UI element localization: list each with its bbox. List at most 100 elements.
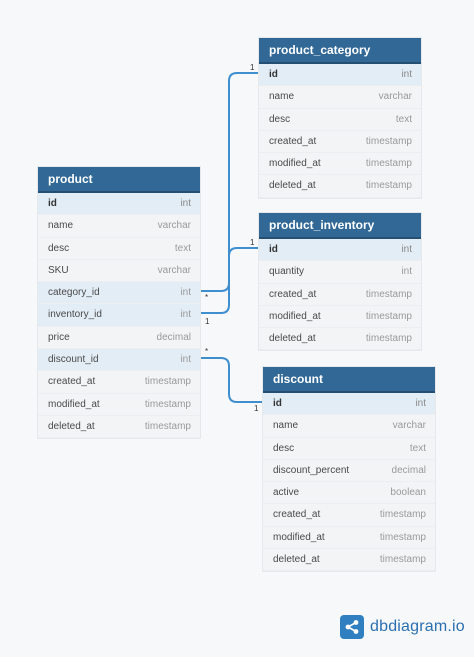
field-type: int — [180, 198, 191, 209]
field-type: timestamp — [365, 333, 412, 345]
field-type: text — [395, 113, 412, 125]
field-name: id — [269, 244, 278, 255]
relation-discount-line[interactable] — [200, 357, 263, 403]
field-type: int — [401, 266, 412, 278]
field-name: deleted_at — [273, 554, 320, 566]
field-name: deleted_at — [48, 420, 95, 432]
field-type: int — [401, 244, 412, 255]
field-name: id — [269, 69, 278, 80]
table-header[interactable]: product_category — [259, 38, 421, 64]
table-field[interactable]: discount_percent decimal — [263, 460, 435, 483]
cardinality-inventory-from: 1 — [205, 317, 210, 326]
field-type: timestamp — [365, 180, 412, 192]
field-name: id — [273, 398, 282, 409]
field-type: text — [174, 242, 191, 254]
table-field[interactable]: quantity int — [259, 261, 421, 284]
table-field[interactable]: inventory_id int — [38, 304, 200, 327]
field-type: int — [180, 287, 191, 299]
field-type: varchar — [157, 220, 191, 232]
table-header[interactable]: discount — [263, 367, 435, 393]
field-name: desc — [273, 442, 295, 454]
table-field[interactable]: created_at timestamp — [259, 284, 421, 306]
table-field[interactable]: price decimal — [38, 327, 200, 350]
field-type: timestamp — [379, 554, 426, 566]
field-type: int — [180, 354, 191, 366]
share-icon — [340, 615, 364, 639]
field-type: decimal — [391, 464, 426, 476]
field-type: varchar — [378, 91, 412, 103]
field-type: timestamp — [365, 135, 412, 147]
field-type: timestamp — [144, 420, 191, 432]
field-type: varchar — [392, 420, 426, 432]
table-field[interactable]: modified_at timestamp — [38, 394, 200, 416]
field-name: quantity — [269, 266, 305, 278]
field-name: modified_at — [269, 310, 321, 322]
field-name: modified_at — [269, 158, 321, 170]
relation-inventory-line[interactable] — [200, 247, 259, 314]
field-name: SKU — [48, 264, 69, 276]
field-type: decimal — [156, 331, 191, 343]
field-name: modified_at — [273, 531, 325, 543]
table-field[interactable]: name varchar — [263, 415, 435, 438]
field-type: timestamp — [144, 376, 191, 388]
table-field[interactable]: id int — [259, 64, 421, 87]
field-name: discount_id — [48, 354, 99, 366]
field-type: int — [180, 309, 191, 321]
field-name: name — [273, 420, 299, 432]
field-type: int — [415, 398, 426, 409]
field-type: int — [401, 69, 412, 80]
table-field[interactable]: deleted_at timestamp — [263, 549, 435, 572]
field-name: inventory_id — [48, 309, 102, 321]
field-name: deleted_at — [269, 180, 316, 192]
table-field[interactable]: deleted_at timestamp — [38, 416, 200, 439]
table-field[interactable]: id int — [263, 393, 435, 416]
table-header[interactable]: product_inventory — [259, 213, 421, 239]
field-type: timestamp — [379, 531, 426, 543]
table-field[interactable]: active boolean — [263, 482, 435, 505]
relation-category-line[interactable] — [200, 72, 259, 292]
table-discount[interactable]: discount id int name varchar desc text disc… — [263, 367, 435, 572]
table-field[interactable]: desc text — [263, 438, 435, 460]
field-name: created_at — [269, 135, 317, 147]
field-name: modified_at — [48, 398, 100, 410]
field-type: timestamp — [365, 158, 412, 170]
table-field[interactable]: modified_at timestamp — [263, 527, 435, 550]
field-name: category_id — [48, 287, 100, 299]
table-header[interactable]: product — [38, 167, 200, 193]
field-name: created_at — [273, 509, 321, 521]
table-field[interactable]: deleted_at timestamp — [259, 175, 421, 198]
table-field[interactable]: deleted_at timestamp — [259, 328, 421, 351]
brand-logo[interactable]: dbdiagram.io — [340, 614, 465, 640]
field-type: timestamp — [365, 288, 412, 300]
field-type: timestamp — [144, 398, 191, 410]
field-type: varchar — [157, 264, 191, 276]
cardinality-inventory-to: 1 — [250, 238, 255, 247]
cardinality-category-to: 1 — [250, 63, 255, 72]
table-field[interactable]: modified_at timestamp — [259, 153, 421, 176]
field-name: price — [48, 331, 70, 343]
field-name: active — [273, 487, 300, 499]
cardinality-discount-to: 1 — [254, 404, 259, 413]
field-name: created_at — [269, 288, 317, 300]
table-field[interactable]: id int — [259, 239, 421, 262]
table-field[interactable]: discount_id int — [38, 349, 200, 372]
table-field[interactable]: category_id int — [38, 282, 200, 305]
table-field[interactable]: SKU varchar — [38, 260, 200, 283]
table-field[interactable]: created_at timestamp — [259, 131, 421, 154]
table-product-inventory[interactable]: product_inventory id int quantity int crea… — [259, 213, 421, 351]
field-name: discount_percent — [273, 464, 350, 476]
field-type: boolean — [390, 487, 426, 499]
field-name: deleted_at — [269, 333, 316, 345]
field-type: text — [409, 442, 426, 454]
